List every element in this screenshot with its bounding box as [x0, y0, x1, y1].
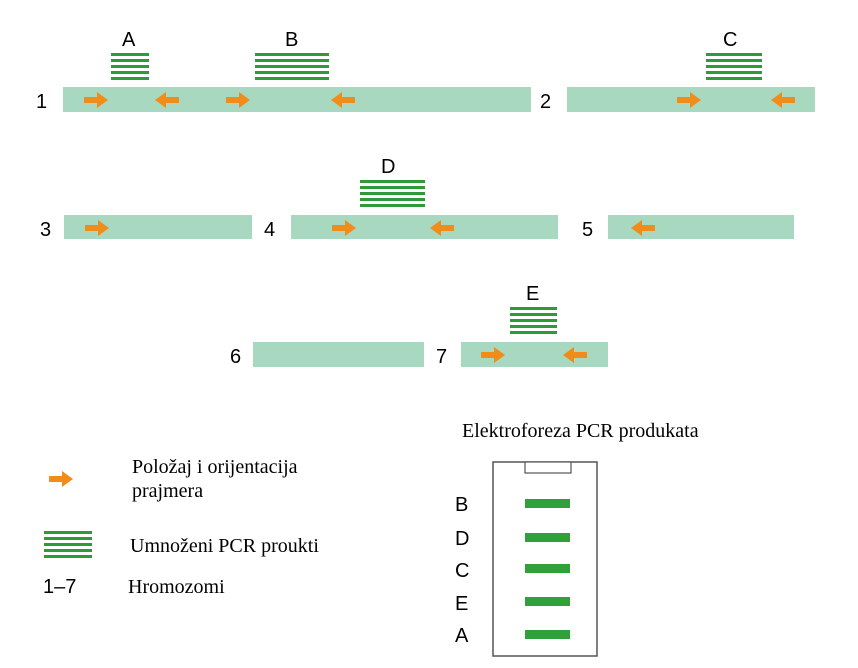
- chromosome-3: 3: [40, 215, 252, 241]
- product-label: E: [526, 283, 539, 305]
- chromosome-2: 2: [540, 87, 815, 113]
- pcr-product-icon: [706, 53, 762, 80]
- legend-chromosome-text: Hromozomi: [128, 576, 225, 598]
- gel-band: [525, 597, 570, 606]
- primer-arrow-icon: [49, 471, 73, 487]
- pcr-product-icon: [111, 53, 149, 80]
- lane-label: C: [455, 560, 469, 582]
- pcr-product-c: C: [706, 29, 762, 80]
- lane-label: E: [455, 593, 468, 615]
- chromosome-label: 3: [40, 219, 51, 241]
- chromosome-label: 6: [230, 346, 241, 368]
- gel: B D C E A: [455, 461, 598, 657]
- pcr-product-d: D: [360, 156, 425, 207]
- chromosome-bar: [291, 215, 558, 239]
- chromosome-6: 6: [230, 342, 424, 368]
- product-label: A: [122, 29, 136, 51]
- gel-band: [525, 564, 570, 573]
- pcr-product-icon: [44, 531, 92, 558]
- chromosome-1: 1: [36, 87, 531, 113]
- chromosome-7: 7: [436, 342, 608, 368]
- product-label: B: [285, 29, 298, 51]
- chromosome-label: 1: [36, 91, 47, 113]
- legend: 1–7: [43, 471, 92, 598]
- gel-lane-labels: B D C E A: [455, 494, 469, 647]
- chromosome-label: 2: [540, 91, 551, 113]
- lane-label: B: [455, 494, 468, 516]
- pcr-product-e: E: [510, 283, 557, 334]
- chromosome-bar: [253, 342, 424, 367]
- gel-title: Elektroforeza PCR produkata: [462, 420, 699, 442]
- chromosome-label: 7: [436, 346, 447, 368]
- pcr-product-icon: [510, 307, 557, 334]
- pcr-product-icon: [255, 53, 329, 80]
- pcr-product-b: B: [255, 29, 329, 80]
- legend-product-text: Umnoženi PCR proukti: [130, 535, 319, 557]
- gel-bands: [525, 499, 570, 639]
- chromosome-5: 5: [582, 215, 794, 241]
- gel-band: [525, 533, 570, 542]
- chromosome-key: 1–7: [43, 576, 76, 598]
- gel-band: [525, 499, 570, 508]
- lane-label: A: [455, 625, 469, 647]
- legend-primer-text: Položaj i orijentacija prajmera: [132, 456, 298, 502]
- product-label: D: [381, 156, 395, 178]
- gel-band: [525, 630, 570, 639]
- chromosome-4: 4: [264, 215, 558, 241]
- chromosome-label: 5: [582, 219, 593, 241]
- product-label: C: [723, 29, 737, 51]
- lane-label: D: [455, 528, 469, 550]
- gel-well: [524, 461, 572, 474]
- pcr-product-a: A: [111, 29, 149, 80]
- pcr-product-icon: [360, 180, 425, 207]
- chromosome-bar: [63, 87, 531, 112]
- chromosome-label: 4: [264, 219, 275, 241]
- gel-frame: [492, 461, 598, 657]
